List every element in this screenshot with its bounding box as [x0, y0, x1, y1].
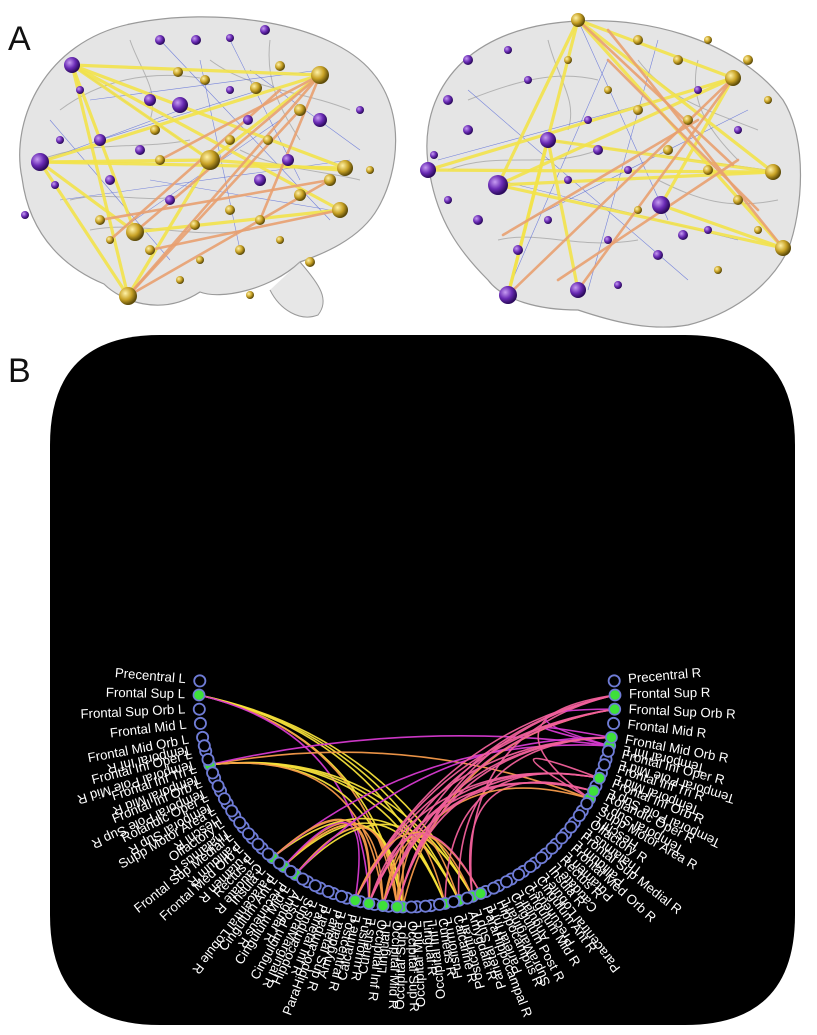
- connection-chord: [272, 817, 460, 901]
- connection-chord: [294, 736, 612, 876]
- connection-chord: [532, 757, 600, 800]
- region-node: [460, 891, 474, 905]
- region-label: Lingual R: [420, 919, 440, 976]
- region-node: [580, 797, 594, 811]
- region-node: [404, 900, 418, 914]
- region-label: Frontal Sup L: [106, 685, 185, 702]
- panel-b-label: B: [8, 352, 31, 390]
- region-node: [308, 879, 322, 893]
- strong-connections: [38, 63, 347, 298]
- highlighted-region-node: [608, 688, 622, 702]
- region-node: [534, 851, 548, 865]
- connection-chord: [468, 781, 594, 897]
- highlighted-region-node: [376, 899, 390, 912]
- region-label: Occipital Mid R: [386, 920, 405, 1009]
- region-node: [418, 899, 432, 913]
- region-label: Precentral L: [114, 665, 186, 686]
- highlighted-region-node: [608, 702, 622, 716]
- region-label: Frontal Sup Orb R: [628, 701, 736, 721]
- region-label: Occipital Sup R: [405, 921, 422, 1012]
- region-node: [261, 847, 275, 861]
- connection-chord: [382, 837, 446, 906]
- connection-chord: [294, 823, 474, 897]
- connection-chord: [354, 772, 600, 901]
- highlighted-region-node: [192, 688, 206, 702]
- strong-connections: [426, 18, 785, 297]
- region-node: [545, 841, 559, 855]
- region-label: Precentral R: [627, 665, 701, 686]
- region-node: [572, 809, 586, 823]
- region-node: [217, 792, 231, 806]
- highlighted-region-node: [587, 784, 600, 798]
- region-node: [296, 872, 310, 886]
- region-node: [284, 864, 298, 878]
- highlighted-region-node: [474, 887, 487, 900]
- panel-a-label: A: [8, 20, 31, 58]
- highlighted-region-node: [348, 894, 362, 907]
- highlighted-region-node: [605, 730, 618, 744]
- region-node: [555, 831, 569, 845]
- node-ring: [192, 674, 622, 914]
- region-node: [206, 766, 220, 780]
- region-node: [564, 820, 578, 834]
- region-node: [432, 897, 446, 911]
- connection-chord: [198, 694, 370, 904]
- region-node: [192, 702, 206, 716]
- region-node: [487, 881, 501, 895]
- connections-layer: [198, 694, 616, 908]
- connection-chord: [198, 694, 460, 901]
- connection-chord: [209, 762, 384, 906]
- region-label: Frontal Sup R: [629, 685, 711, 702]
- highlighted-region-node: [593, 771, 606, 785]
- connectogram-background: [50, 335, 795, 1025]
- region-node: [607, 716, 621, 730]
- highlighted-region-node: [362, 897, 376, 910]
- region-node: [251, 837, 265, 851]
- brain-region-nodes: [420, 13, 791, 304]
- region-node: [201, 752, 215, 766]
- connection-chord: [368, 832, 482, 904]
- region-node: [233, 816, 247, 830]
- region-node: [523, 860, 537, 874]
- region-node: [499, 875, 513, 889]
- region-node: [193, 674, 207, 688]
- region-node: [211, 779, 225, 793]
- connection-chord: [368, 781, 594, 904]
- region-node: [225, 804, 239, 818]
- region-label: Occipital Sup L: [392, 921, 409, 1010]
- highlighted-region-node: [390, 900, 404, 914]
- connection-chord: [283, 821, 360, 901]
- region-label: Frontal Sup Orb L: [80, 701, 185, 721]
- region-node: [334, 889, 348, 903]
- region-node: [272, 856, 286, 870]
- region-label: Lingual L: [374, 919, 394, 974]
- region-node: [197, 739, 211, 753]
- region-node: [607, 674, 621, 688]
- region-node: [512, 868, 526, 882]
- connection-chord: [382, 834, 474, 906]
- region-node: [597, 758, 611, 772]
- brain-network-oblique-view: [420, 13, 802, 328]
- connection-chord: [396, 836, 460, 907]
- region-node: [601, 744, 615, 758]
- region-node: [241, 827, 255, 841]
- region-node: [193, 716, 207, 730]
- brain-region-nodes: [21, 25, 374, 305]
- region-node: [321, 885, 335, 899]
- region-label: Occipital Mid L: [409, 920, 428, 1007]
- brain-network-sagittal-view: [19, 16, 397, 318]
- region-node: [446, 895, 460, 909]
